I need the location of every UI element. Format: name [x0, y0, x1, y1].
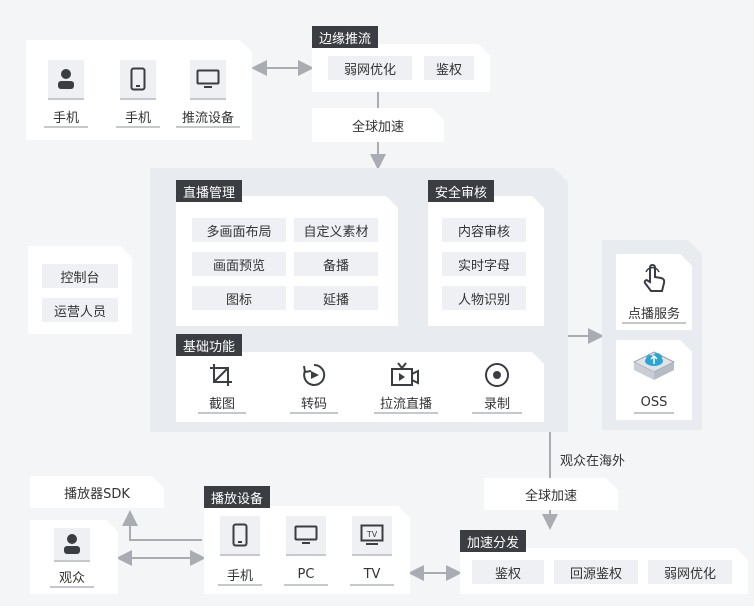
- monitor-icon: [196, 69, 220, 89]
- crop-icon: [208, 362, 234, 388]
- person-icon: [62, 533, 82, 555]
- live-mgmt-item-4: 图标: [192, 286, 286, 310]
- console-card: 控制台 运营人员: [28, 246, 132, 334]
- play-device-icon-1: [286, 516, 326, 556]
- edge-push-item-1: 鉴权: [424, 56, 474, 80]
- live-mgmt-card: 多画面布局 自定义素材 画面预览 备播 图标 延播: [176, 196, 398, 326]
- phone-icon: [130, 67, 146, 91]
- arrow-devices-sdk: [122, 510, 202, 541]
- source-device-icon-2: [190, 60, 226, 100]
- accel-dist-item-2: 弱网优化: [648, 560, 732, 584]
- basic-item-label-3: 录制: [472, 392, 522, 414]
- security-item-2: 人物识别: [442, 286, 526, 310]
- play-device-label-1: PC: [284, 564, 328, 586]
- viewer-card: 观众: [30, 520, 118, 594]
- basic-tag: 基础功能: [176, 334, 242, 356]
- oss-cloud-icon: [630, 348, 678, 388]
- security-item-0: 内容审核: [442, 218, 526, 242]
- console-item-1: 运营人员: [42, 298, 118, 322]
- global-accel-top: 全球加速: [312, 108, 444, 142]
- live-mgmt-item-3: 备播: [294, 252, 378, 276]
- basic-item-label-1: 转码: [290, 392, 338, 414]
- overseas-label: 观众在海外: [560, 454, 626, 469]
- tv-icon: TV: [360, 524, 384, 546]
- play-devices-tag: 播放设备: [204, 486, 270, 508]
- source-device-label-1: 手机: [116, 106, 160, 128]
- viewer-icon-box: [54, 528, 90, 562]
- player-sdk-card: 播放器SDK: [30, 476, 164, 508]
- basic-item-label-0: 截图: [198, 392, 246, 414]
- accel-dist-item-0: 鉴权: [472, 560, 544, 584]
- source-device-icon-1: [120, 60, 156, 100]
- live-mgmt-item-0: 多画面布局: [192, 218, 286, 242]
- security-item-1: 实时字母: [442, 252, 526, 276]
- oss-card: OSS: [616, 340, 692, 420]
- oss-label: OSS: [634, 392, 674, 414]
- tv-play-icon: [390, 362, 420, 388]
- accel-dist-item-1: 回源鉴权: [554, 560, 638, 584]
- transcode-icon: [301, 362, 327, 388]
- monitor-icon: [294, 525, 318, 545]
- console-item-0: 控制台: [42, 264, 118, 288]
- play-device-label-0: 手机: [218, 564, 262, 586]
- hand-pointer-icon: [640, 264, 668, 294]
- accel-dist-tag: 加速分发: [460, 530, 526, 552]
- security-card: 内容审核 实时字母 人物识别: [428, 196, 544, 326]
- svg-text:TV: TV: [366, 530, 378, 539]
- play-device-label-2: TV: [350, 564, 394, 586]
- security-tag: 安全审核: [428, 180, 494, 202]
- source-devices-card: 手机 手机 推流设备: [26, 40, 252, 140]
- edge-push-tag: 边缘推流: [312, 26, 378, 48]
- record-icon: [484, 362, 510, 388]
- play-device-icon-0: [220, 516, 260, 556]
- vod-card: 点播服务: [616, 254, 692, 330]
- source-device-label-2: 推流设备: [176, 106, 240, 128]
- play-device-icon-2: TV: [352, 516, 392, 556]
- basic-item-label-2: 拉流直播: [374, 392, 438, 414]
- vod-label: 点播服务: [622, 302, 686, 324]
- play-devices-card: 手机 PC TV TV: [204, 506, 410, 594]
- source-device-label-0: 手机: [44, 106, 88, 128]
- person-icon: [56, 68, 76, 90]
- viewer-label: 观众: [50, 566, 94, 588]
- global-accel-bottom-label: 全球加速: [524, 488, 577, 504]
- edge-push-item-0: 弱网优化: [328, 56, 412, 80]
- accel-dist-card: 鉴权 回源鉴权 弱网优化: [460, 548, 748, 594]
- basic-card: 截图 转码 拉流直播 录制: [176, 352, 544, 422]
- live-mgmt-item-1: 自定义素材: [294, 218, 378, 242]
- player-sdk-label: 播放器SDK: [64, 486, 130, 502]
- live-mgmt-item-2: 画面预览: [192, 252, 286, 276]
- source-device-icon-0: [48, 60, 84, 100]
- live-mgmt-tag: 直播管理: [176, 180, 242, 202]
- live-mgmt-item-5: 延播: [294, 286, 378, 310]
- global-accel-bottom: 全球加速: [484, 478, 618, 510]
- global-accel-top-label: 全球加速: [351, 119, 404, 135]
- phone-icon: [232, 523, 248, 547]
- edge-push-card: 弱网优化 鉴权: [312, 44, 490, 92]
